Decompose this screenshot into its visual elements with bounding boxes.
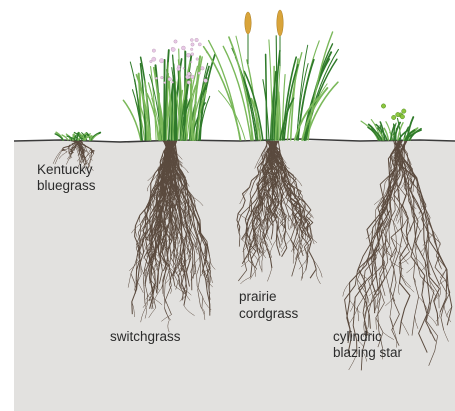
blazing-star-bud <box>400 115 404 119</box>
cordgrass-blade <box>229 37 253 140</box>
cordgrass-seed-head <box>245 12 251 34</box>
label-kentucky-bluegrass-line1: Kentucky <box>37 162 93 177</box>
switchgrass-floret <box>204 79 208 83</box>
switchgrass-floret <box>191 43 194 46</box>
label-cylindric-blazing-star-line1: cylindric <box>333 329 382 344</box>
switchgrass-floret <box>150 60 153 63</box>
switchgrass-floret <box>195 38 199 42</box>
switchgrass-floret <box>155 77 157 79</box>
switchgrass-floret <box>187 81 191 85</box>
switchgrass-floret <box>172 81 174 83</box>
switchgrass-floret <box>191 53 194 56</box>
switchgrass-floret <box>177 65 180 68</box>
cordgrass-blade <box>204 47 241 140</box>
switchgrass-floret <box>181 46 185 50</box>
switchgrass-floret <box>198 43 201 46</box>
label-prairie-cordgrass-line2: cordgrass <box>239 306 298 321</box>
switchgrass-floret <box>152 57 156 61</box>
label-kentucky-bluegrass-line2: bluegrass <box>37 178 96 193</box>
kentucky-bluegrass-shoots <box>55 132 100 140</box>
blazing-star-bud <box>402 109 406 113</box>
switchgrass-floret <box>183 68 185 70</box>
prairie-cordgrass-seed-heads <box>245 10 283 66</box>
label-prairie-cordgrass-line1: prairie <box>239 289 277 304</box>
cylindric-blazing-star-shoots <box>361 104 421 140</box>
switchgrass-floret <box>171 47 175 51</box>
switchgrass-floret <box>164 82 166 84</box>
switchgrass-shoots <box>123 49 214 140</box>
switchgrass-floret <box>187 72 191 76</box>
switchgrass-floret <box>190 61 192 63</box>
prairie-cordgrass-shoots <box>204 32 339 140</box>
cordgrass-seed-head <box>277 10 283 36</box>
blazing-star-bud <box>396 112 400 116</box>
switchgrass-floret <box>188 76 190 78</box>
switchgrass-floret <box>168 77 172 81</box>
switchgrass-floret <box>152 49 155 52</box>
switchgrass-floret <box>161 76 164 79</box>
switchgrass-floret <box>190 48 193 51</box>
switchgrass-floret <box>198 72 201 75</box>
label-cylindric-blazing-star-line2: blazing star <box>333 345 402 360</box>
switchgrass-floret <box>191 75 195 79</box>
blazing-star-leaf <box>396 129 397 140</box>
switchgrass-floret <box>186 53 190 57</box>
blazing-star-bud <box>381 104 385 108</box>
label-switchgrass: switchgrass <box>110 329 181 344</box>
blazing-star-bud <box>392 115 396 119</box>
switchgrass-floret <box>190 39 193 42</box>
cordgrass-blade <box>266 54 267 140</box>
switchgrass-floret <box>174 40 177 43</box>
switchgrass-floret <box>201 67 205 71</box>
switchgrass-floret <box>196 58 199 61</box>
switchgrass-floret <box>159 59 163 63</box>
